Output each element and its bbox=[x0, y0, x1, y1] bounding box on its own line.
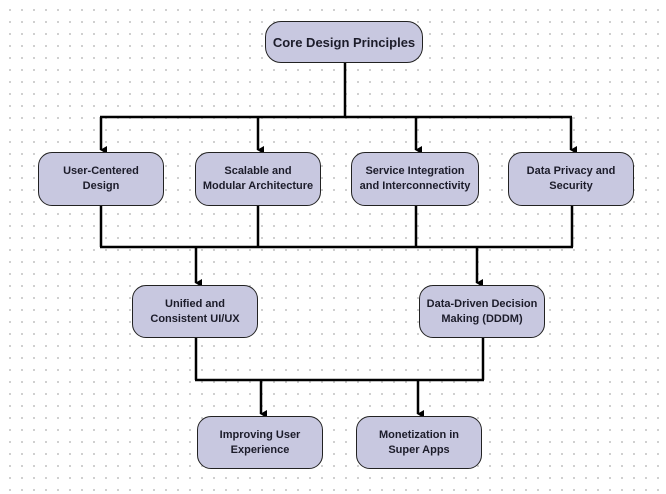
node-unified-ui: Unified and Consistent UI/UX bbox=[132, 285, 258, 338]
node-scalable-architecture: Scalable and Modular Architecture bbox=[195, 152, 321, 206]
node-data-privacy: Data Privacy and Security bbox=[508, 152, 634, 206]
node-monetization: Monetization in Super Apps bbox=[356, 416, 482, 469]
node-data-driven: Data-Driven Decision Making (DDDM) bbox=[419, 285, 545, 338]
node-user-centered-design: User-Centered Design bbox=[38, 152, 164, 206]
node-core-design-principles: Core Design Principles bbox=[265, 21, 423, 63]
node-service-integration: Service Integration and Interconnectivit… bbox=[351, 152, 479, 206]
node-improving-ux: Improving User Experience bbox=[197, 416, 323, 469]
